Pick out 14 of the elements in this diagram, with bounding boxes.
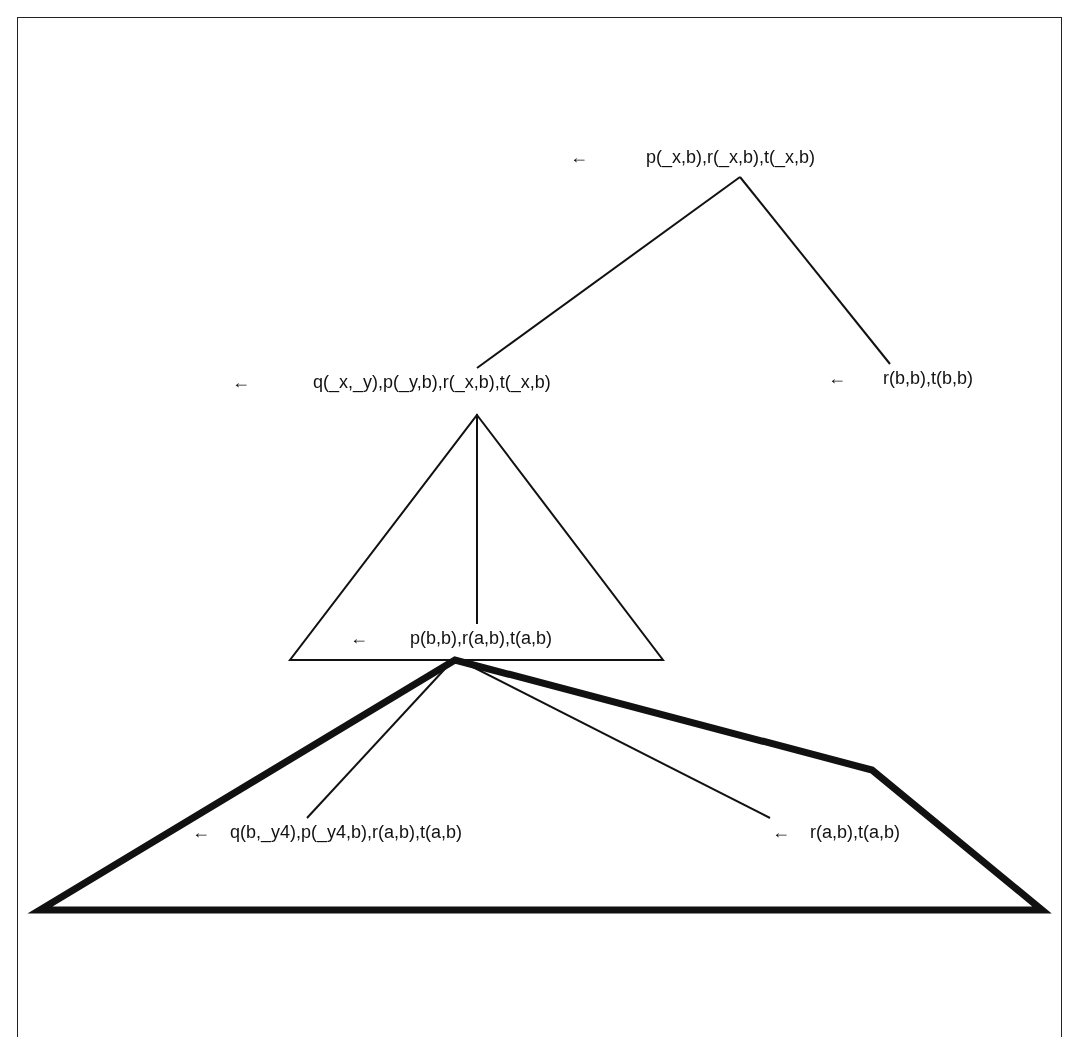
goal-text: r(b,b),t(b,b): [883, 367, 974, 390]
implication-arrow: ←: [828, 367, 846, 390]
goal-text: q(b,_y4),p(_y4,b),r(a,b),t(a,b): [230, 821, 463, 844]
goal-text: r(a,b),t(a,b): [810, 821, 901, 844]
implication-arrow: ←: [570, 146, 588, 169]
goal-text: p(b,b),r(a,b),t(a,b): [410, 627, 553, 650]
implication-arrow: ←: [350, 627, 368, 650]
goal-text: q(_x,_y),p(_y,b),r(_x,b),t(_x,b): [313, 371, 551, 394]
implication-arrow: ←: [232, 371, 250, 394]
implication-arrow: ←: [192, 821, 210, 844]
goal-text: p(_x,b),r(_x,b),t(_x,b): [646, 146, 816, 169]
tree-branch: [739, 176, 891, 365]
tree-branch: [476, 176, 741, 369]
implication-arrow: ←: [772, 821, 790, 844]
